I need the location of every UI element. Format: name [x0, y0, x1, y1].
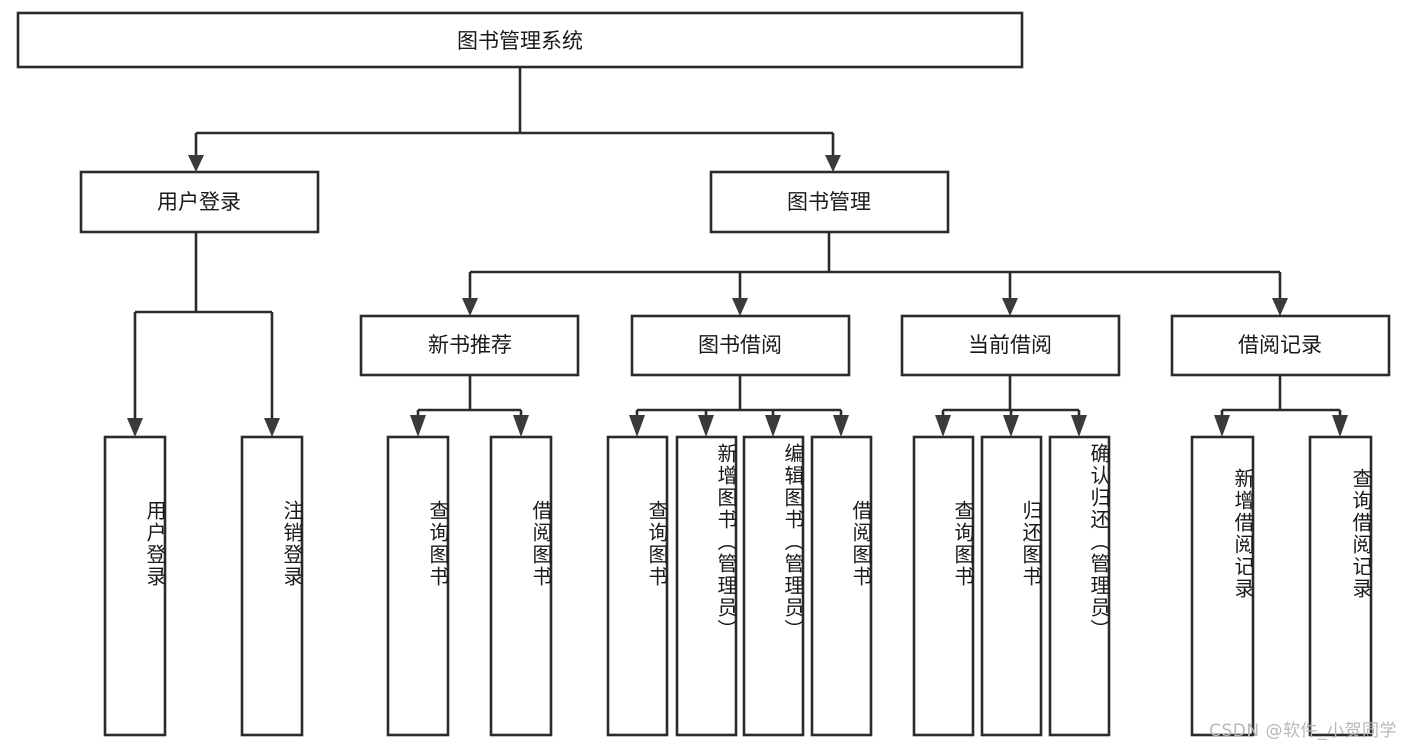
root-label: 图书管理系统	[457, 29, 583, 53]
node-book-borrow[interactable]: 图书借阅	[630, 314, 851, 377]
connector-new-book-rec-bus	[416, 375, 523, 420]
arrowhead-to-leaf-query-book-2	[629, 415, 645, 437]
arrowhead-to-leaf-borrow-book-2	[833, 415, 849, 437]
leaf-query-book-3-box[interactable]	[912, 435, 975, 737]
arrowhead-to-leaf-add-record	[1214, 415, 1230, 437]
connector-book-borrow-bus	[635, 375, 843, 420]
book-borrow-label: 图书借阅	[698, 333, 782, 357]
arrowhead-to-leaf-user-login	[127, 418, 143, 437]
node-user-login[interactable]: 用户登录	[79, 170, 320, 234]
arrowhead-to-new-book-rec	[462, 298, 478, 316]
connector-borrow-record-bus	[1220, 375, 1342, 420]
leaf-query-book-1-box[interactable]	[386, 435, 450, 737]
arrowhead-to-book-manage	[825, 155, 841, 172]
connector-root-bus	[194, 67, 835, 157]
arrowhead-to-leaf-logout-login	[264, 418, 280, 437]
arrowhead-to-leaf-query-book-1	[410, 415, 426, 437]
node-root[interactable]: 图书管理系统	[16, 11, 1024, 69]
node-borrow-record[interactable]: 借阅记录	[1170, 314, 1391, 377]
leaf-borrow-book-2-box[interactable]	[810, 435, 873, 737]
leaf-user-login-box[interactable]	[103, 435, 167, 737]
leaf-logout-login-box[interactable]	[240, 435, 304, 737]
leaf-box-layer	[103, 435, 1373, 737]
arrowhead-to-leaf-edit-book	[765, 415, 781, 437]
new-book-rec-label: 新书推荐	[428, 333, 512, 357]
borrow-record-label: 借阅记录	[1238, 333, 1322, 357]
leaf-edit-book-box[interactable]	[742, 435, 805, 737]
arrowhead-to-leaf-confirm-return	[1071, 415, 1087, 437]
leaf-return-book-box[interactable]	[980, 435, 1043, 737]
csdn-watermark: CSDN @软件_小贺同学	[1209, 721, 1397, 741]
leaf-query-book-2-box[interactable]	[606, 435, 669, 737]
user-login-label: 用户登录	[157, 190, 241, 214]
arrowhead-to-leaf-query-book-3	[935, 415, 951, 437]
leaf-query-record-box[interactable]	[1308, 435, 1373, 737]
arrowhead-to-user-login	[188, 155, 204, 172]
node-book-manage[interactable]: 图书管理	[709, 170, 950, 234]
arrowhead-to-leaf-query-record	[1332, 415, 1348, 437]
arrowhead-to-leaf-return-book	[1003, 415, 1019, 437]
borrow-record-box[interactable]	[1170, 314, 1391, 377]
arrowhead-to-leaf-borrow-book-1	[513, 415, 529, 437]
connector-book-manage-bus	[468, 232, 1282, 300]
leaf-borrow-book-1-box[interactable]	[489, 435, 553, 737]
connector-user-login-bus	[133, 232, 274, 420]
leaf-add-record-box[interactable]	[1190, 435, 1255, 737]
root-box[interactable]	[16, 11, 1024, 69]
arrowhead-to-current-borrow	[1002, 298, 1018, 316]
arrowhead-to-book-borrow	[732, 298, 748, 316]
leaf-add-book-box[interactable]	[675, 435, 738, 737]
book-borrow-box[interactable]	[630, 314, 851, 377]
user-login-box[interactable]	[79, 170, 320, 234]
book-manage-label: 图书管理	[787, 190, 871, 214]
connector-current-borrow-bus	[941, 375, 1081, 420]
arrowhead-to-borrow-record	[1272, 298, 1288, 316]
new-book-rec-box[interactable]	[359, 314, 580, 377]
arrowhead-to-leaf-add-book	[698, 415, 714, 437]
current-borrow-box[interactable]	[900, 314, 1121, 377]
current-borrow-label: 当前借阅	[968, 333, 1052, 357]
connector-layer	[127, 67, 1348, 437]
node-new-book-rec[interactable]: 新书推荐	[359, 314, 580, 377]
leaf-confirm-return-box[interactable]	[1048, 435, 1111, 737]
node-current-borrow[interactable]: 当前借阅	[900, 314, 1121, 377]
book-manage-box[interactable]	[709, 170, 950, 234]
